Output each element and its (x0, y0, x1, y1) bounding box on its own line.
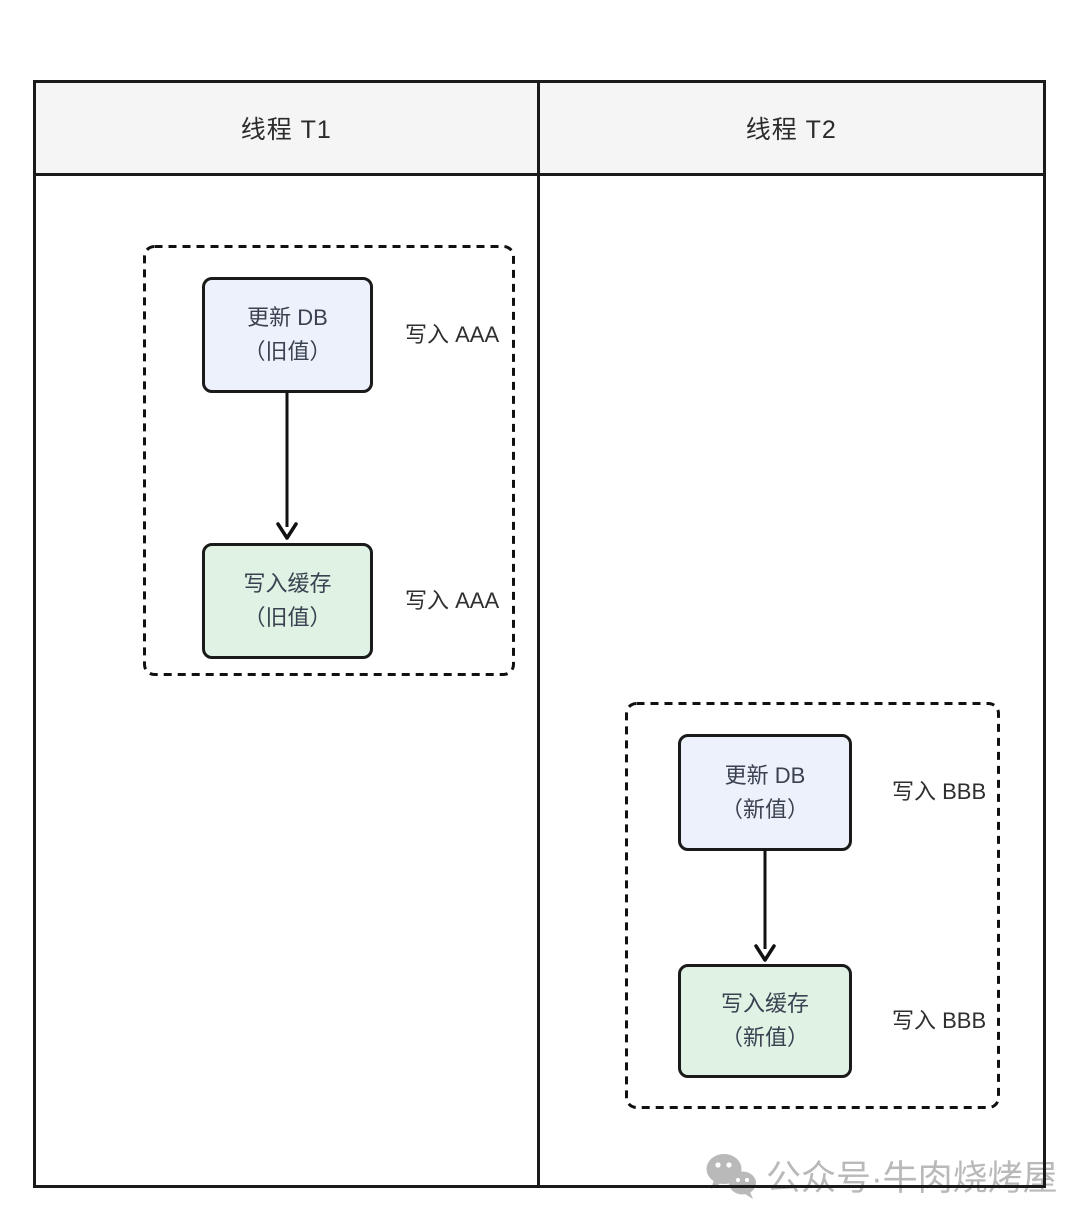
t1-write-cache-line2: （旧值） (243, 605, 332, 630)
table-right-border-segment (1043, 1150, 1046, 1188)
t1-step2-side-label: 写入 AAA (405, 588, 500, 613)
t2-update-db-line2: （新值） (720, 796, 809, 822)
t1-transaction-group-outline (143, 245, 515, 676)
t2-transaction-group-outline (625, 702, 1000, 1109)
header-cell-thread-t1: 线程 T1 (36, 83, 540, 173)
t1-update-db-line1: 更新 DB (247, 305, 328, 330)
t1-column (36, 176, 540, 1185)
t2-down-arrow-icon (754, 850, 776, 962)
t2-write-cache-line1: 写入缓存 (720, 991, 809, 1016)
t2-step2-side-label: 写入 BBB (892, 1008, 987, 1033)
t2-step1-side-label: 写入 BBB (892, 779, 987, 804)
header-cell-thread-t2: 线程 T2 (540, 83, 1044, 173)
table-header-row: 线程 T1 线程 T2 (36, 83, 1043, 176)
table-body-row (36, 176, 1043, 1185)
t1-write-cache-line1: 写入缓存 (243, 571, 332, 596)
t1-write-cache-box: 写入缓存 （旧值） (202, 543, 373, 659)
t2-update-db-box: 更新 DB （新值） (678, 734, 852, 851)
watermark-text: 公众号·牛肉烧烤屋 (766, 1159, 1058, 1198)
thread-t1-label: 线程 T1 (240, 116, 332, 144)
wechat-icon (706, 1153, 756, 1199)
watermark: 公众号·牛肉烧烤屋 (704, 1150, 1058, 1201)
thread-t2-label: 线程 T2 (745, 116, 837, 144)
table-bottom-border-segment (703, 1185, 1046, 1188)
t1-update-db-box: 更新 DB （旧值） (202, 277, 373, 393)
t1-step1-side-label: 写入 AAA (405, 322, 500, 347)
t2-write-cache-line2: （新值） (720, 1025, 809, 1050)
t1-update-db-line2: （旧值） (243, 339, 332, 364)
t2-write-cache-box: 写入缓存 （新值） (678, 964, 852, 1078)
t2-update-db-line1: 更新 DB (724, 762, 806, 788)
thread-table: 线程 T1 线程 T2 (33, 80, 1046, 1188)
t1-down-arrow-icon (276, 392, 298, 540)
